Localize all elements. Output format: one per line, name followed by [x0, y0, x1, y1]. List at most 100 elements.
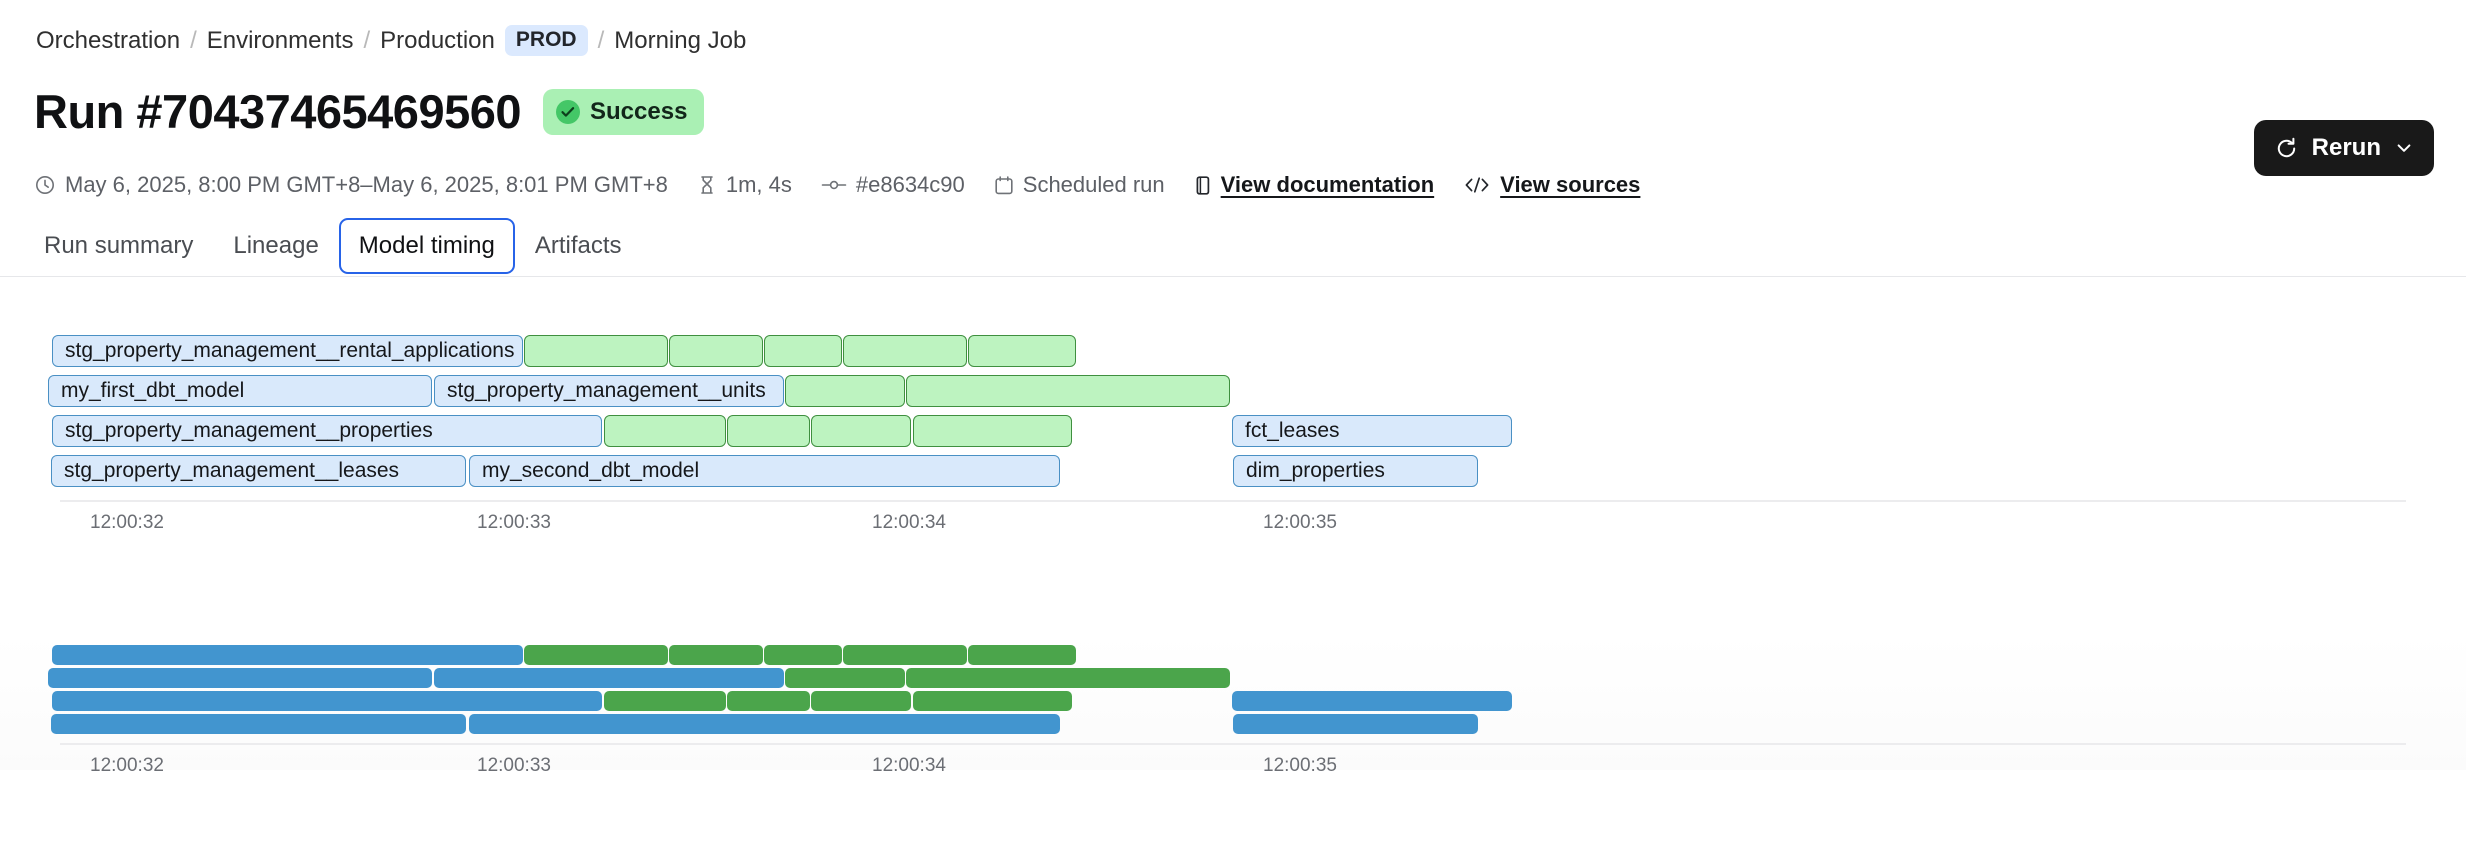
breadcrumb-item-orchestration[interactable]: Orchestration	[36, 26, 181, 54]
gantt-bar-stg_property_management__leases[interactable]: stg_property_management__leases	[51, 455, 466, 487]
tab-bar-divider	[0, 276, 2466, 277]
axis-tick-label: 12:00:32	[90, 755, 164, 776]
gantt-bar-stg_property_management__rental_applications[interactable]: stg_property_management__rental_applicat…	[52, 335, 523, 367]
axis-rule	[60, 743, 2406, 745]
meta-timerange: May 6, 2025, 8:00 PM GMT+8–May 6, 2025, …	[34, 172, 668, 198]
calendar-icon	[994, 175, 1014, 196]
gantt-bar[interactable]	[913, 415, 1072, 447]
gantt-bar[interactable]	[727, 415, 810, 447]
chevron-down-icon[interactable]	[2394, 138, 2414, 158]
meta-trigger-label: Scheduled run	[1022, 172, 1165, 197]
meta-documentation[interactable]: View documentation	[1194, 172, 1435, 198]
page-header: Run #70437465469560 Success	[34, 85, 705, 138]
gantt-row: stg_property_management__rental_applicat…	[0, 335, 2466, 367]
overview-bar[interactable]	[811, 691, 911, 711]
overview-bar[interactable]	[524, 645, 668, 665]
tab-run-summary[interactable]: Run summary	[44, 232, 194, 259]
meta-sources-link[interactable]: View sources	[1500, 172, 1641, 197]
breadcrumb-item-environments[interactable]: Environments	[206, 26, 354, 54]
overview-bar[interactable]	[1233, 714, 1478, 734]
overview-bar[interactable]	[764, 645, 842, 665]
clock-icon	[34, 174, 56, 196]
gantt-bar[interactable]	[524, 335, 668, 367]
gantt-bar-my_second_dbt_model[interactable]: my_second_dbt_model	[469, 455, 1060, 487]
breadcrumb-item-production[interactable]: Production	[380, 26, 495, 54]
page-title: Run #70437465469560	[34, 85, 522, 138]
gantt-bar-fct_leases[interactable]: fct_leases	[1232, 415, 1512, 447]
meta-timerange-label: May 6, 2025, 8:00 PM GMT+8–May 6, 2025, …	[65, 172, 668, 197]
axis-tick-label: 12:00:33	[477, 755, 551, 776]
overview-bar[interactable]	[52, 645, 523, 665]
tab-bar: Run summary Lineage Model timing Artifacts	[24, 218, 642, 274]
meta-sources[interactable]: View sources	[1463, 172, 1640, 198]
meta-documentation-link[interactable]: View documentation	[1220, 172, 1435, 197]
axis-rule	[60, 500, 2406, 502]
overview-bar[interactable]	[1232, 691, 1512, 711]
gantt-bar-label: fct_leases	[1245, 419, 1340, 442]
overview-bar[interactable]	[968, 645, 1076, 665]
gantt-bar-label: stg_property_management__units	[447, 379, 766, 402]
gantt-bar[interactable]	[906, 375, 1230, 407]
gantt-bar-stg_property_management__properties[interactable]: stg_property_management__properties	[52, 415, 602, 447]
gantt-bar[interactable]	[843, 335, 967, 367]
refresh-icon	[2274, 136, 2299, 161]
model-timing-detail-chart[interactable]: stg_property_management__rental_applicat…	[0, 315, 2466, 565]
axis-tick-label: 12:00:34	[872, 512, 946, 533]
gantt-bar-dim_properties[interactable]: dim_properties	[1233, 455, 1478, 487]
git-commit-icon	[821, 175, 847, 195]
breadcrumb-separator: /	[190, 26, 197, 54]
tab-artifacts[interactable]: Artifacts	[534, 232, 622, 259]
meta-trigger: Scheduled run	[994, 172, 1165, 198]
overview-row	[0, 691, 2466, 711]
breadcrumb-item-morning-job[interactable]: Morning Job	[614, 26, 747, 54]
overview-bar[interactable]	[434, 668, 784, 688]
gantt-bar-my_first_dbt_model[interactable]: my_first_dbt_model	[48, 375, 432, 407]
gantt-bar-stg_property_management__units[interactable]: stg_property_management__units	[434, 375, 784, 407]
detail-time-axis: 12:00:32 12:00:33 12:00:34 12:00:35	[0, 500, 2466, 540]
meta-duration-label: 1m, 4s	[725, 172, 792, 197]
overview-bar[interactable]	[469, 714, 1060, 734]
rerun-button[interactable]: Rerun	[2253, 120, 2434, 176]
tab-model-timing[interactable]: Model timing	[338, 218, 515, 274]
axis-tick-label: 12:00:33	[477, 512, 551, 533]
gantt-bar[interactable]	[785, 375, 905, 407]
overview-row	[0, 645, 2466, 665]
code-icon	[1463, 175, 1491, 195]
overview-bar[interactable]	[48, 668, 432, 688]
gantt-bar[interactable]	[764, 335, 842, 367]
breadcrumb: Orchestration / Environments / Production PRO…	[36, 25, 746, 56]
gantt-bar[interactable]	[669, 335, 763, 367]
axis-tick-label: 12:00:32	[90, 512, 164, 533]
overview-bar[interactable]	[52, 691, 602, 711]
meta-commit: #e8634c90	[821, 172, 965, 198]
gantt-bar-label: stg_property_management__leases	[64, 459, 400, 482]
status-badge-label: Success	[590, 97, 688, 125]
gantt-bar[interactable]	[811, 415, 911, 447]
overview-bar[interactable]	[906, 668, 1230, 688]
book-icon	[1194, 175, 1212, 196]
overview-bar[interactable]	[51, 714, 466, 734]
axis-tick-label: 12:00:35	[1263, 755, 1337, 776]
gantt-bar-label: stg_property_management__properties	[65, 419, 433, 442]
overview-bar[interactable]	[913, 691, 1072, 711]
overview-row	[0, 714, 2466, 734]
breadcrumb-separator: /	[597, 26, 605, 54]
breadcrumb-chip-prod[interactable]: PROD	[504, 25, 588, 56]
gantt-bar[interactable]	[968, 335, 1076, 367]
gantt-row: my_first_dbt_model stg_property_managemen…	[0, 375, 2466, 407]
gantt-row: stg_property_management__properties fct_l…	[0, 415, 2466, 447]
overview-bar[interactable]	[669, 645, 763, 665]
gantt-row: stg_property_management__leases my_second…	[0, 455, 2466, 487]
gantt-bar-label: my_second_dbt_model	[482, 459, 700, 482]
axis-tick-label: 12:00:35	[1263, 512, 1337, 533]
meta-duration: 1m, 4s	[697, 172, 792, 198]
overview-bar[interactable]	[604, 691, 726, 711]
overview-bar[interactable]	[843, 645, 967, 665]
overview-row	[0, 668, 2466, 688]
gantt-bar[interactable]	[604, 415, 726, 447]
overview-bar[interactable]	[785, 668, 905, 688]
tab-lineage[interactable]: Lineage	[233, 232, 319, 259]
overview-bar[interactable]	[727, 691, 810, 711]
